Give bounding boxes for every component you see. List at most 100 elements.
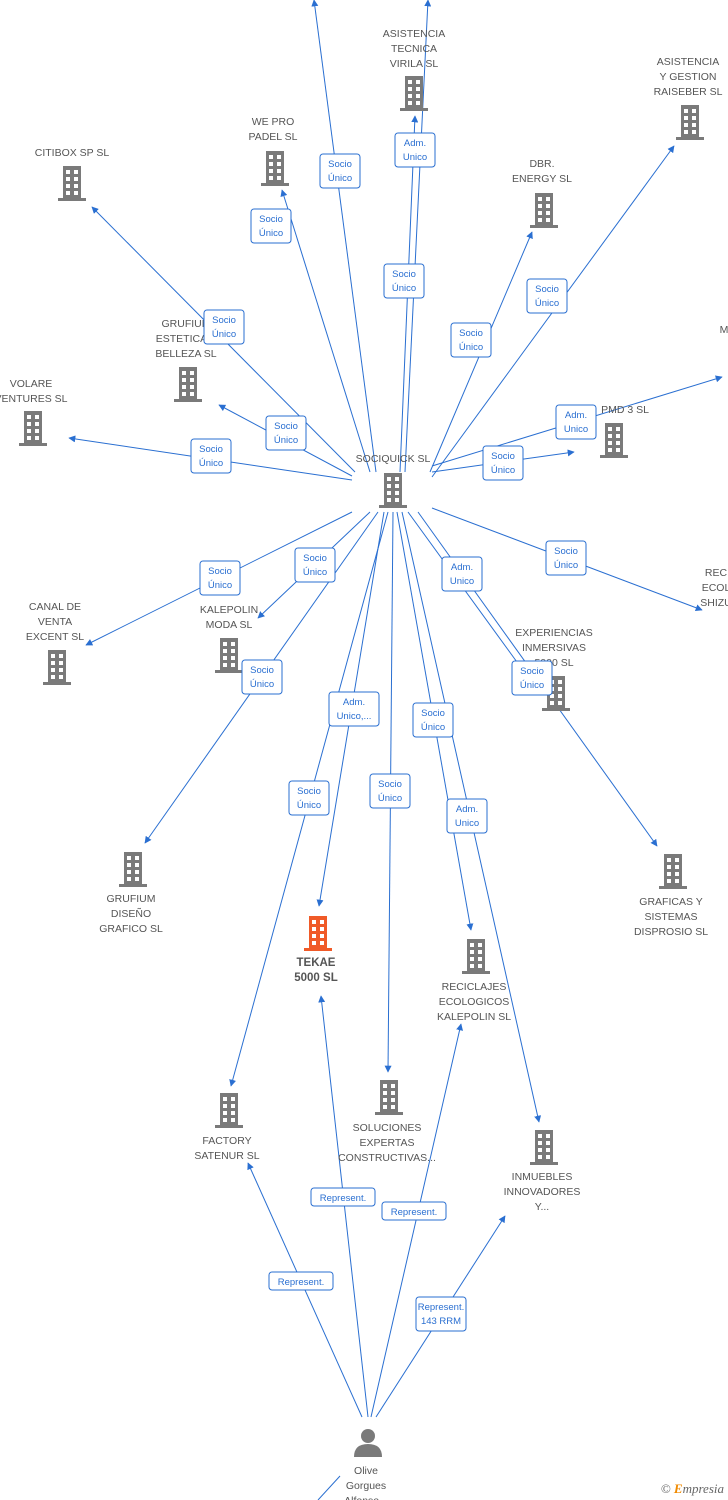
company-name-line: CANAL DE	[29, 601, 81, 613]
edge-label-socio-to-experiencias[interactable]: Adm.Unico	[441, 556, 483, 592]
edge-label-text: Adm.	[451, 562, 473, 573]
edge-label-text: Único	[421, 722, 445, 733]
node-inmuebles[interactable]: INMUEBLESINNOVADORESY...	[504, 1130, 581, 1213]
edge-label-box	[412, 702, 454, 738]
node-soluciones[interactable]: SOLUCIONESEXPERTASCONSTRUCTIVAS...	[338, 1080, 436, 1164]
edge-label-box	[265, 415, 307, 451]
edge-label-text: Único	[259, 228, 283, 239]
node-pmd3[interactable]: PMD 3 SL	[600, 404, 649, 458]
node-dbr[interactable]: DBR.ENERGY SL	[512, 158, 572, 228]
edge-label-box	[294, 547, 336, 583]
edge-label-socio-to-asistencia_tecnica[interactable]: Adm.Unico	[394, 132, 436, 168]
edge-label-text: Socio	[212, 315, 236, 326]
edge-label-text: Único	[199, 458, 223, 469]
edge-label-person-to-factory[interactable]: Represent.	[268, 1271, 334, 1291]
edge-label-text: Adm.	[565, 410, 587, 421]
edge-label-box	[545, 540, 587, 576]
edge-label-text: Socio	[491, 451, 515, 462]
edge-label-person-to-inmuebles[interactable]: Represent.143 RRM	[415, 1296, 467, 1332]
edge-label-text: Unico	[403, 152, 427, 163]
building-icon	[215, 638, 243, 673]
company-name-line: RAISEBER SL	[654, 86, 723, 98]
edge-label-box	[446, 798, 488, 834]
edge-label-box	[319, 153, 361, 189]
company-name-line: SHIZU	[700, 597, 728, 609]
company-name-line: VIRILA SL	[390, 58, 439, 70]
edge-label-box	[381, 1201, 447, 1221]
edge-label-text: Adm.	[456, 804, 478, 815]
person-icon	[354, 1429, 382, 1457]
node-citibox[interactable]: CITIBOX SP SL	[35, 147, 110, 201]
building-icon-highlighted	[304, 916, 332, 951]
company-name-line: ASISTENCIA	[383, 28, 445, 40]
edge-partial-offscreen	[317, 1475, 341, 1500]
edge-label-person-to-reciclajes_kalepolin[interactable]: Represent.	[381, 1201, 447, 1221]
node-socio[interactable]: SOCIQUICK SL	[356, 453, 431, 508]
company-name-line: SOLUCIONES	[353, 1122, 422, 1134]
edge-label-text: Represent.	[320, 1193, 366, 1204]
company-name-line: PADEL SL	[248, 131, 297, 143]
person-name-line: Alfonso...	[344, 1495, 388, 1500]
edge-label-text: Socio	[421, 708, 445, 719]
company-name-line: GRAFICO SL	[99, 923, 163, 935]
edge-label-text: Socio	[328, 159, 352, 170]
edge-label-text: Socio	[554, 546, 578, 557]
edge-label-text: Socio	[392, 269, 416, 280]
building-icon	[375, 1080, 403, 1115]
edge-label-socio-to-inmuebles[interactable]: Adm. Unico	[446, 798, 488, 834]
edge-label-box	[250, 208, 292, 244]
edge-label-text: Represent.	[391, 1207, 437, 1218]
edge-label-box	[190, 438, 232, 474]
building-icon	[261, 151, 289, 186]
edge-label-text: Único	[491, 465, 515, 476]
edge-label-socio-to-tekae[interactable]: Adm.Unico,...	[328, 691, 380, 727]
node-person[interactable]: OliveGorguesAlfonso...	[344, 1429, 388, 1500]
building-icon	[119, 852, 147, 887]
edge-label-text: Unico	[455, 818, 479, 829]
edge-label-box	[328, 691, 380, 727]
edge-label-person-to-tekae[interactable]: Represent.	[310, 1187, 376, 1207]
building-icon	[174, 367, 202, 402]
building-icon	[19, 411, 47, 446]
edge-label-text: Socio	[259, 214, 283, 225]
edge-label-text: Unico	[564, 424, 588, 435]
edge-label-text: Represent.	[418, 1302, 464, 1313]
edge-label-text: Socio	[303, 553, 327, 564]
edge-label-text: Único	[250, 679, 274, 690]
edge-label-socio-to-offscreen_m[interactable]: Adm. Unico	[555, 404, 597, 440]
node-offscreen_m[interactable]: M	[720, 324, 728, 336]
company-name-line: SATENUR SL	[194, 1150, 259, 1162]
